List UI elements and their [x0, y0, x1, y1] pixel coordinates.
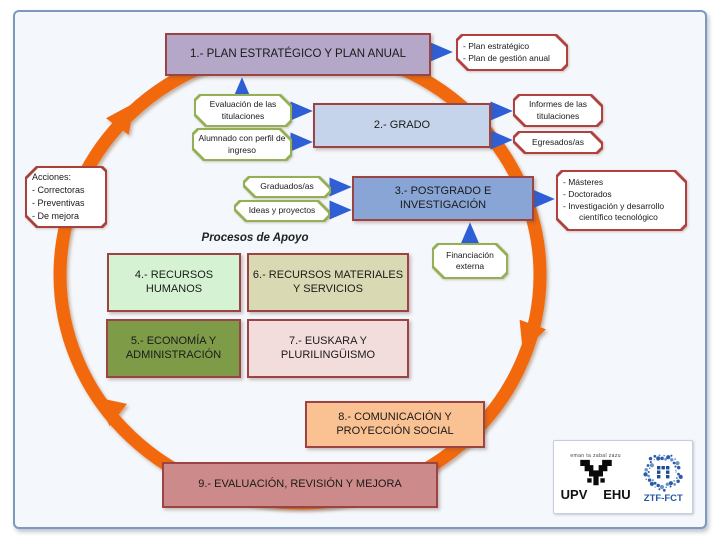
- output-tag-egresados: Egresados/as: [513, 131, 603, 154]
- input-tag-ideas: Ideas y proyectos: [234, 200, 330, 222]
- acciones-line-1: Acciones:: [32, 171, 72, 182]
- evaluacion-label: Evaluación de las titulaciones: [209, 99, 277, 121]
- upv-ehu-logo: eman ta zabal zazu UPV EHU: [557, 452, 635, 502]
- process-box-6-label: 6.- RECURSOS MATERIALES Y SERVICIOS: [252, 268, 404, 295]
- ideas-label: Ideas y proyectos: [248, 205, 316, 216]
- process-box-1-label: 1.- PLAN ESTRATÉGICO Y PLAN ANUAL: [189, 48, 407, 61]
- process-box-6: 6.- RECURSOS MATERIALES Y SERVICIOS: [247, 253, 409, 312]
- process-box-5: 5.- ECONOMÍA Y ADMINISTRACIÓN: [106, 319, 241, 378]
- tag-fill: [458, 36, 566, 69]
- graduados-label: Graduados/as: [260, 181, 314, 192]
- acciones-line-3: - Preventivas: [32, 198, 85, 208]
- output-tag-masteres: - Másteres - Doctorados - Investigación …: [556, 170, 687, 231]
- masteres-line-4: científico tecnológico: [579, 212, 658, 223]
- ztf-fct-logo: ZTF-FCT: [637, 451, 689, 504]
- process-box-7: 7.- EUSKARA Y PLURILINGÜISMO: [247, 319, 409, 378]
- process-box-2-label: 2.- GRADO: [373, 118, 431, 131]
- ztf-fct-text: ZTF-FCT: [643, 492, 683, 504]
- cycle-arrowhead-bottom-left: [95, 397, 127, 426]
- input-tag-graduados: Graduados/as: [243, 176, 331, 198]
- ztf-fct-dot-circle-icon: [643, 454, 684, 492]
- informes-label: Informes de las titulaciones: [528, 99, 588, 121]
- tag-fill: [27, 168, 105, 226]
- support-processes-title: Procesos de Apoyo: [201, 232, 309, 244]
- acciones-line-4: - De mejora: [32, 211, 80, 222]
- tag-fill: [515, 133, 601, 152]
- tag-fill: [558, 172, 685, 229]
- upv-motto-text: eman ta zabal zazu: [570, 452, 621, 459]
- plan-line-1: - Plan estratégico: [463, 41, 530, 52]
- tag-fill: [194, 130, 290, 159]
- process-box-3-label: 3.- POSTGRADO E INVESTIGACIÓN: [394, 184, 492, 211]
- process-box-9-label: 9.- EVALUACIÓN, REVISIÓN Y MEJORA: [198, 478, 402, 491]
- tag-fill: [515, 96, 601, 125]
- tag-fill: [236, 202, 328, 220]
- process-box-3: 3.- POSTGRADO E INVESTIGACIÓN: [352, 176, 534, 221]
- masteres-line-1: - Másteres: [563, 176, 604, 187]
- financiacion-label: Financiación externa: [446, 249, 494, 271]
- process-box-9: 9.- EVALUACIÓN, REVISIÓN Y MEJORA: [162, 462, 438, 508]
- process-box-7-label: 7.- EUSKARA Y PLURILINGÜISMO: [280, 334, 376, 361]
- egresados-label: Egresados/as: [532, 136, 584, 147]
- cycle-arrowhead-right: [519, 319, 546, 352]
- process-box-1: 1.- PLAN ESTRATÉGICO Y PLAN ANUAL: [165, 33, 431, 76]
- masteres-line-2: - Doctorados: [563, 188, 612, 199]
- process-box-5-label: 5.- ECONOMÍA Y ADMINISTRACIÓN: [125, 334, 222, 361]
- alumnado-label: Alumnado con perfil de ingreso: [198, 133, 286, 155]
- plan-line-2: - Plan de gestión anual: [463, 52, 550, 63]
- logo-panel: eman ta zabal zazu UPV EHU: [553, 440, 693, 514]
- tag-fill: [196, 96, 290, 125]
- input-tag-evaluacion: Evaluación de las titulaciones: [194, 94, 292, 127]
- cycle-arrowhead-top-left: [105, 103, 135, 135]
- masteres-line-3: - Investigación y desarrollo: [563, 200, 665, 211]
- input-tag-financiacion: Financiación externa: [432, 243, 508, 279]
- output-tag-plan: - Plan estratégico - Plan de gestión anu…: [456, 34, 568, 71]
- process-box-8-label: 8.- COMUNICACIÓN Y PROYECCIÓN SOCIAL: [336, 410, 454, 437]
- ehu-text: EHU: [603, 486, 631, 502]
- upv-text: UPV: [560, 486, 588, 502]
- upv-ehu-symbol-icon: [579, 459, 612, 485]
- process-box-4-label: 4.- RECURSOS HUMANOS: [134, 268, 214, 295]
- process-box-8: 8.- COMUNICACIÓN Y PROYECCIÓN SOCIAL: [305, 401, 485, 448]
- output-tag-acciones: Acciones: - Correctoras - Preventivas - …: [25, 166, 107, 228]
- input-tag-alumnado: Alumnado con perfil de ingreso: [192, 128, 292, 161]
- tag-fill: [434, 245, 506, 277]
- process-box-2: 2.- GRADO: [313, 103, 491, 148]
- process-box-4: 4.- RECURSOS HUMANOS: [107, 253, 241, 312]
- output-tag-informes: Informes de las titulaciones: [513, 94, 603, 127]
- tag-fill: [245, 178, 329, 196]
- acciones-line-2: - Correctoras: [32, 184, 85, 195]
